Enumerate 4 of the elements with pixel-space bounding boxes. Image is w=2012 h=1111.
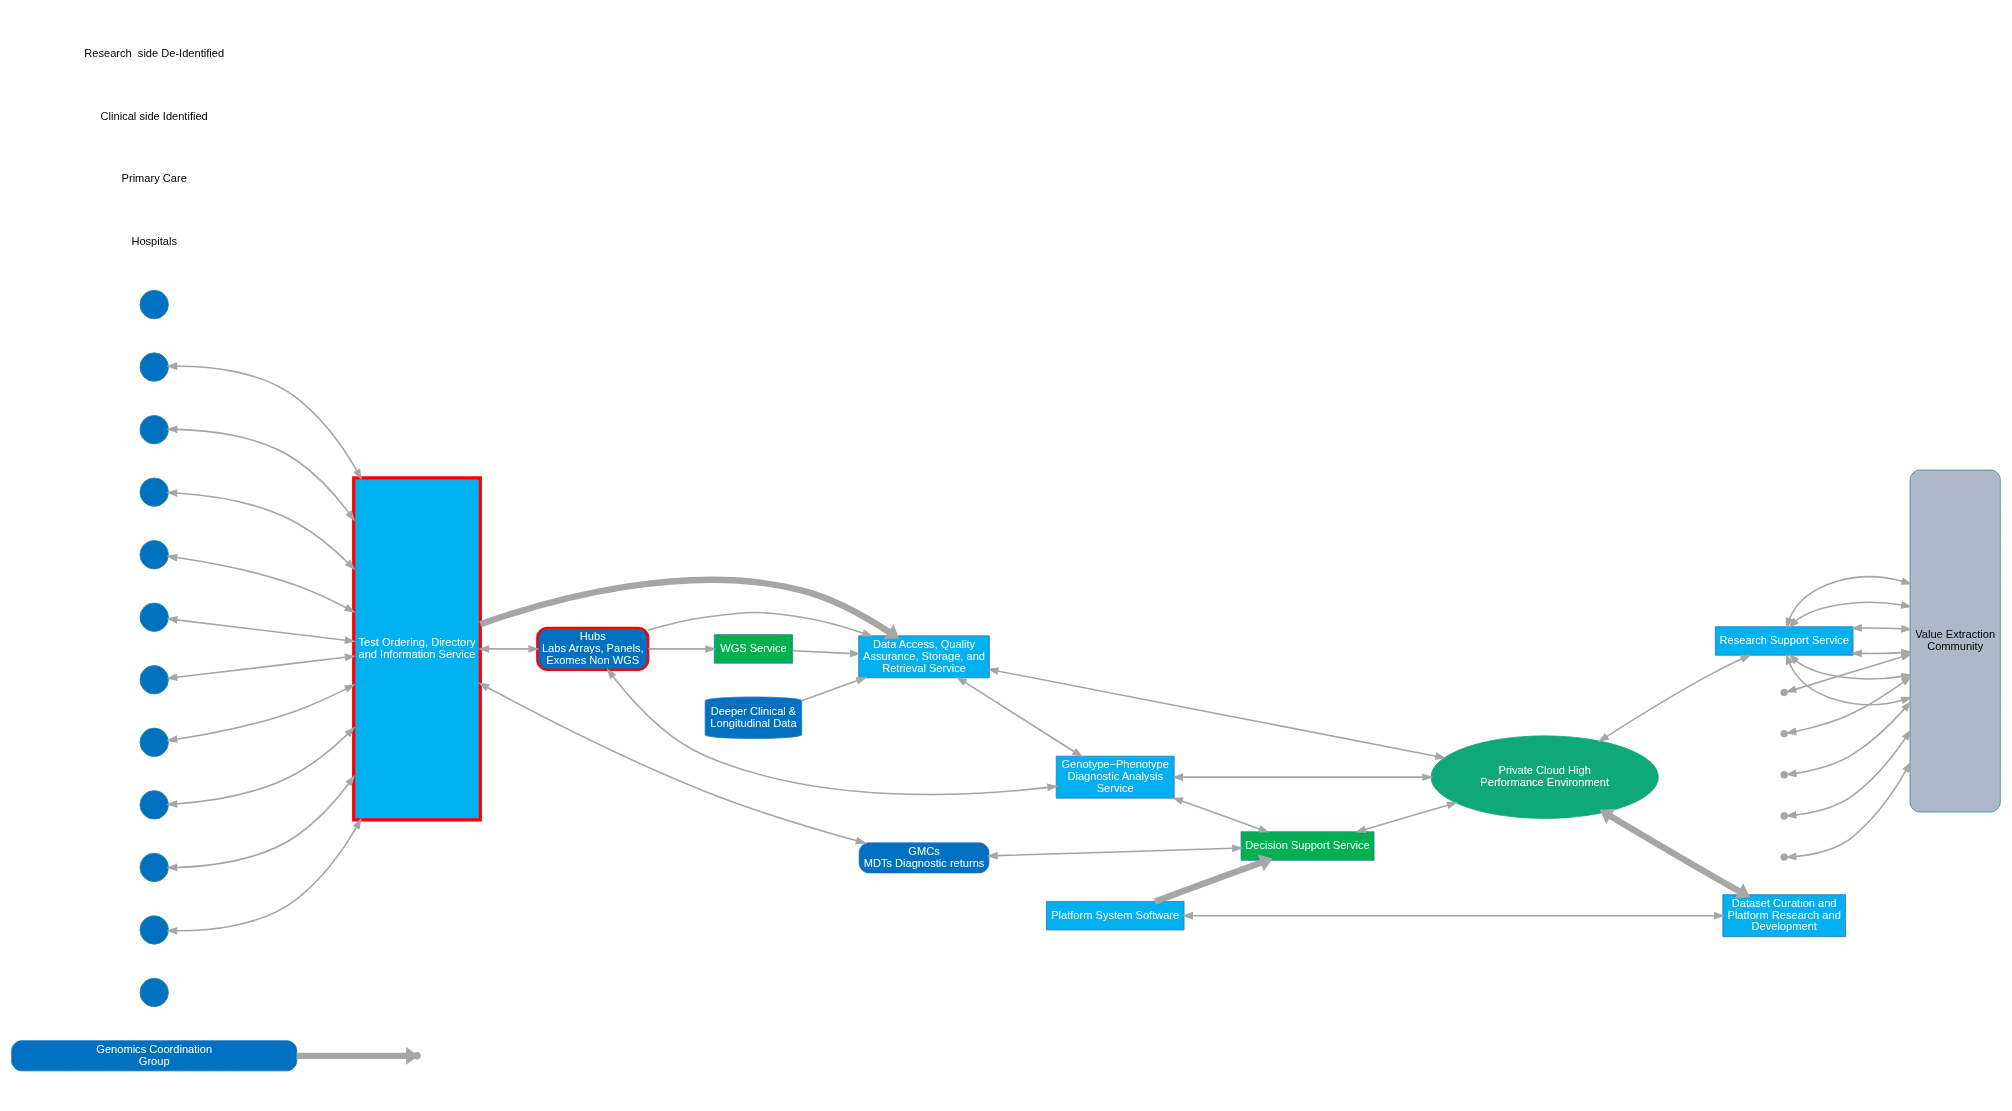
label: Primary Care bbox=[121, 172, 187, 185]
label: Hospitals bbox=[131, 234, 177, 247]
label: Clinical side Identified bbox=[100, 109, 208, 122]
label: Research side De-Identified bbox=[84, 47, 225, 60]
